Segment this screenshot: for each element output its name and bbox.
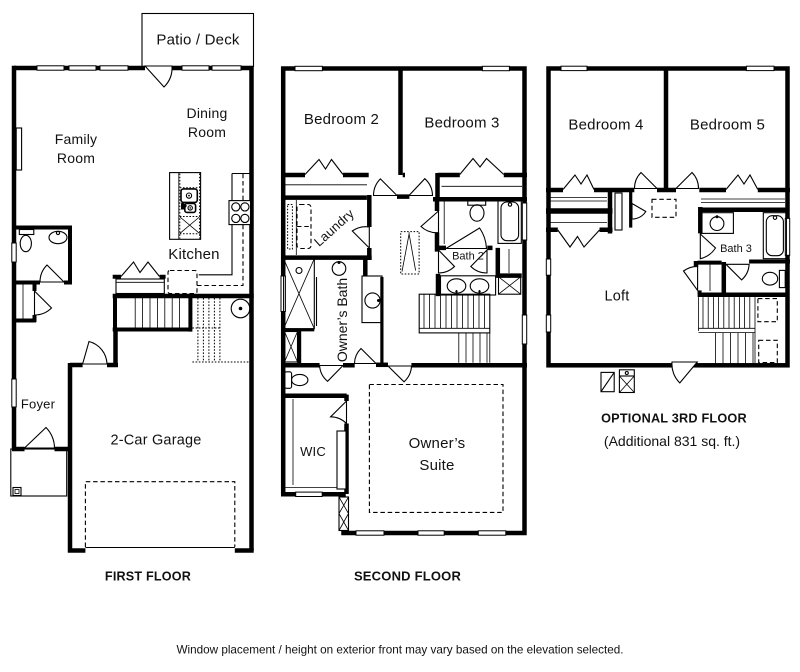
svg-text:Room: Room [188,124,226,140]
svg-text:Bedroom 4: Bedroom 4 [568,117,643,134]
svg-text:2-Car Garage: 2-Car Garage [110,433,201,449]
svg-text:Suite: Suite [419,457,454,474]
svg-text:Foyer: Foyer [21,397,56,412]
svg-text:Bedroom 3: Bedroom 3 [424,115,499,132]
svg-text:Bedroom 5: Bedroom 5 [690,117,765,134]
svg-text:Loft: Loft [605,289,630,305]
svg-text:Bedroom 2: Bedroom 2 [304,111,379,128]
svg-text:Window placement / height on e: Window placement / height on exterior fr… [177,644,624,657]
svg-text:WIC: WIC [300,444,326,459]
svg-text:Dining: Dining [187,105,228,121]
svg-text:(Additional 831 sq. ft.): (Additional 831 sq. ft.) [604,433,740,449]
svg-text:Room: Room [57,150,95,166]
svg-text:OPTIONAL 3RD FLOOR: OPTIONAL 3RD FLOOR [601,412,747,426]
svg-text:Kitchen: Kitchen [168,246,219,263]
svg-text:Owner’s Bath: Owner’s Bath [334,278,350,362]
svg-text:FIRST FLOOR: FIRST FLOOR [105,570,191,584]
svg-text:Bath 3: Bath 3 [720,243,752,255]
svg-text:SECOND FLOOR: SECOND FLOOR [354,569,462,584]
svg-text:Owner’s: Owner’s [409,435,466,452]
svg-text:Patio / Deck: Patio / Deck [156,32,240,49]
svg-text:Bath 2: Bath 2 [452,251,484,263]
svg-text:Family: Family [55,131,97,147]
